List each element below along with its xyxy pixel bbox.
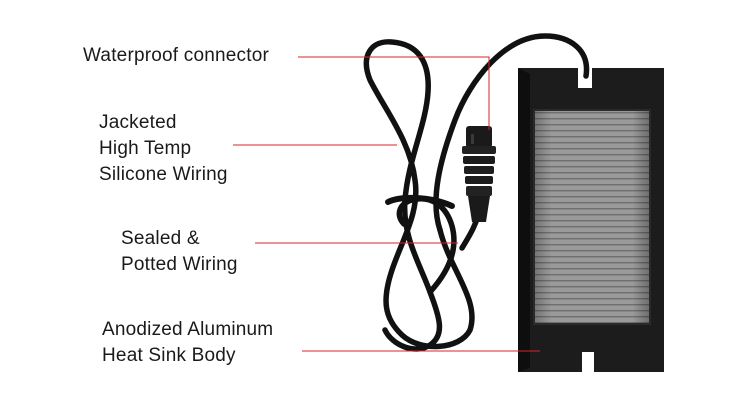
cable-coil (363, 33, 590, 352)
callout-text-line: Anodized Aluminum (102, 319, 274, 340)
waterproof-connector (462, 126, 496, 222)
callout-text-line: Jacketed (99, 112, 177, 133)
callout-text-line: Potted Wiring (121, 254, 238, 275)
callout-text-line: Silicone Wiring (99, 164, 228, 185)
callout-sealed-potted: Sealed & Potted Wiring (121, 226, 238, 278)
leader-line-connector (298, 56, 490, 130)
callout-waterproof-connector: Waterproof connector (83, 43, 269, 69)
callout-text-line: High Temp (99, 138, 192, 159)
leader-lines (233, 56, 540, 352)
heat-sink-body (518, 68, 664, 372)
callout-text-line: Sealed & (121, 228, 200, 249)
callout-heat-sink-body: Anodized Aluminum Heat Sink Body (102, 317, 273, 369)
callout-text-line: Heat Sink Body (102, 345, 236, 366)
callout-jacketed-wiring: Jacketed High Temp Silicone Wiring (99, 110, 228, 188)
callout-text-line: Waterproof connector (83, 45, 269, 66)
